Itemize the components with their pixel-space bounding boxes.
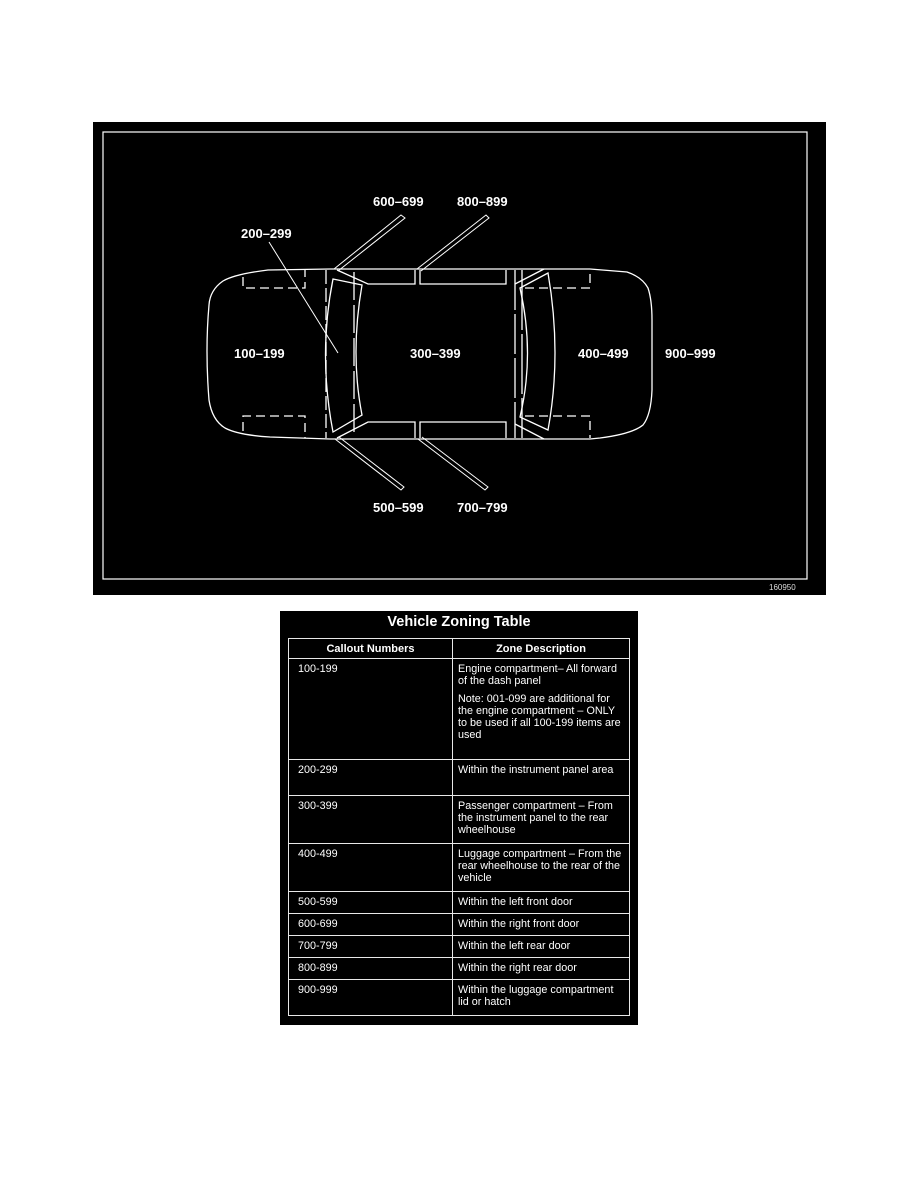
description-cell: Within the right rear door (452, 957, 630, 980)
table-row: 900-999 Within the luggage compartment l… (288, 979, 630, 1016)
zone-label-100: 100–199 (234, 346, 285, 361)
table-row: 200-299 Within the instrument panel area (288, 759, 630, 796)
zone-label-800: 800–899 (457, 194, 508, 209)
figure-id: 160950 (769, 583, 796, 592)
description-text: Engine compartment– All forward of the d… (458, 663, 618, 687)
callout-cell: 200-299 (288, 759, 453, 796)
table-row: 500-599 Within the left front door (288, 891, 630, 914)
description-cell: Passenger compartment – From the instrum… (452, 795, 630, 844)
callout-cell: 700-799 (288, 935, 453, 958)
description-cell: Engine compartment– All forward of the d… (452, 658, 630, 760)
car-outline-drawing (102, 131, 808, 580)
table-title: Vehicle Zoning Table (387, 614, 531, 630)
description-cell: Within the left front door (452, 891, 630, 914)
zone-label-900: 900–999 (665, 346, 716, 361)
table-row: 300-399 Passenger compartment – From the… (288, 795, 630, 844)
callout-cell: 300-399 (288, 795, 453, 844)
table-row: 400-499 Luggage compartment – From the r… (288, 843, 630, 892)
callout-cell: 500-599 (288, 891, 453, 914)
vehicle-zoning-table-panel: Vehicle Zoning Table Callout Numbers Zon… (280, 611, 638, 1025)
zone-label-500: 500–599 (373, 500, 424, 515)
description-cell: Within the right front door (452, 913, 630, 936)
table-row: 600-699 Within the right front door (288, 913, 630, 936)
zone-label-600: 600–699 (373, 194, 424, 209)
zone-label-700: 700–799 (457, 500, 508, 515)
description-cell: Within the luggage compartment lid or ha… (452, 979, 630, 1016)
vehicle-zoning-table: Callout Numbers Zone Description 100-199… (288, 638, 630, 1016)
header-callout-numbers: Callout Numbers (288, 638, 453, 659)
callout-cell: 800-899 (288, 957, 453, 980)
table-row: 700-799 Within the left rear door (288, 935, 630, 958)
table-row: 800-899 Within the right rear door (288, 957, 630, 980)
zone-label-200: 200–299 (241, 226, 292, 241)
description-cell: Within the instrument panel area (452, 759, 630, 796)
callout-cell: 400-499 (288, 843, 453, 892)
table-row: 100-199 Engine compartment– All forward … (288, 658, 630, 760)
vehicle-zone-diagram: 600–699 800–899 200–299 100–199 300–399 … (93, 122, 826, 595)
description-cell: Luggage compartment – From the rear whee… (452, 843, 630, 892)
callout-cell: 600-699 (288, 913, 453, 936)
table-header-row: Callout Numbers Zone Description (288, 638, 630, 659)
zone-label-400: 400–499 (578, 346, 629, 361)
description-cell: Within the left rear door (452, 935, 630, 958)
header-zone-description: Zone Description (452, 638, 630, 659)
callout-cell: 900-999 (288, 979, 453, 1016)
zone-label-300: 300–399 (410, 346, 461, 361)
description-note: Note: 001-099 are additional for the eng… (458, 693, 621, 741)
callout-cell: 100-199 (288, 658, 453, 760)
